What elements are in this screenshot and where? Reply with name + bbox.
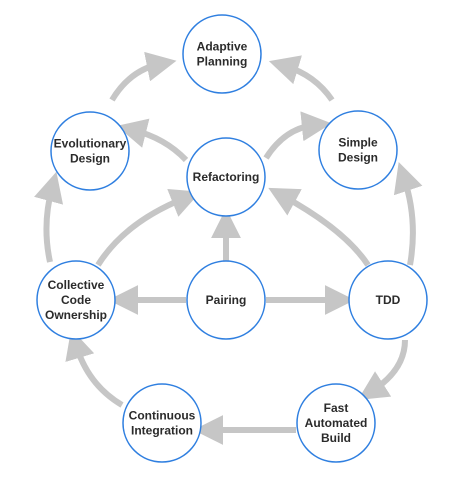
node-label-collective-code-ownership-line-1: Collective [48, 278, 105, 292]
arrow-continuous-integration-to-collective-code-ownership [65, 328, 124, 408]
node-circle-adaptive-planning [182, 14, 262, 94]
node-tdd: TDD [348, 260, 428, 340]
arrow-tdd-to-simple-design [393, 162, 423, 266]
node-circle-evolutionary-design [50, 111, 130, 191]
arrow-refactoring-to-evolutionary-design [116, 118, 189, 163]
arrow-evolutionary-design-to-adaptive-planning [109, 51, 177, 102]
node-label-continuous-integration-line-1: Continuous [129, 409, 196, 423]
node-refactoring: Refactoring [186, 137, 266, 217]
node-label-adaptive-planning-line-2: Planning [197, 55, 248, 69]
node-label-collective-code-ownership-line-2: Code [61, 293, 91, 307]
edges-layer [34, 51, 423, 445]
node-label-fast-automated-build-line-1: Fast [324, 401, 349, 415]
arrow-simple-design-to-adaptive-planning [268, 55, 335, 102]
node-label-fast-automated-build-line-3: Build [321, 431, 351, 445]
node-circle-fast-automated-build [296, 383, 376, 463]
node-label-continuous-integration-line-2: Integration [131, 424, 193, 438]
node-label-evolutionary-design-line-1: Evolutionary [54, 137, 127, 151]
arrow-collective-code-ownership-to-evolutionary-design [34, 171, 64, 263]
node-label-adaptive-planning-line-1: Adaptive [197, 40, 248, 54]
node-label-refactoring-line-1: Refactoring [193, 170, 260, 184]
node-pairing: Pairing [186, 260, 266, 340]
arrow-collective-code-ownership-to-refactoring [95, 188, 201, 267]
arrow-tdd-to-fast-automated-build [357, 339, 408, 401]
node-label-simple-design-line-1: Simple [338, 136, 378, 150]
node-circle-pairing [186, 260, 266, 340]
node-label-tdd-line-1: TDD [376, 293, 401, 307]
arrow-refactoring-to-simple-design [263, 111, 332, 160]
node-circle-simple-design [318, 110, 398, 190]
node-circle-refactoring [186, 137, 266, 217]
nodes-layer: AdaptivePlanningEvolutionaryDesignSimple… [36, 14, 428, 463]
node-circle-tdd [348, 260, 428, 340]
node-label-collective-code-ownership-line-3: Ownership [45, 308, 107, 322]
node-circle-collective-code-ownership [36, 260, 116, 340]
node-label-evolutionary-design-line-2: Design [70, 152, 110, 166]
node-label-fast-automated-build-line-2: Automated [305, 416, 368, 430]
node-circle-continuous-integration [122, 383, 202, 463]
node-label-pairing-line-1: Pairing [206, 293, 247, 307]
node-label-simple-design-line-2: Design [338, 151, 378, 165]
arrow-tdd-to-refactoring [268, 187, 371, 267]
